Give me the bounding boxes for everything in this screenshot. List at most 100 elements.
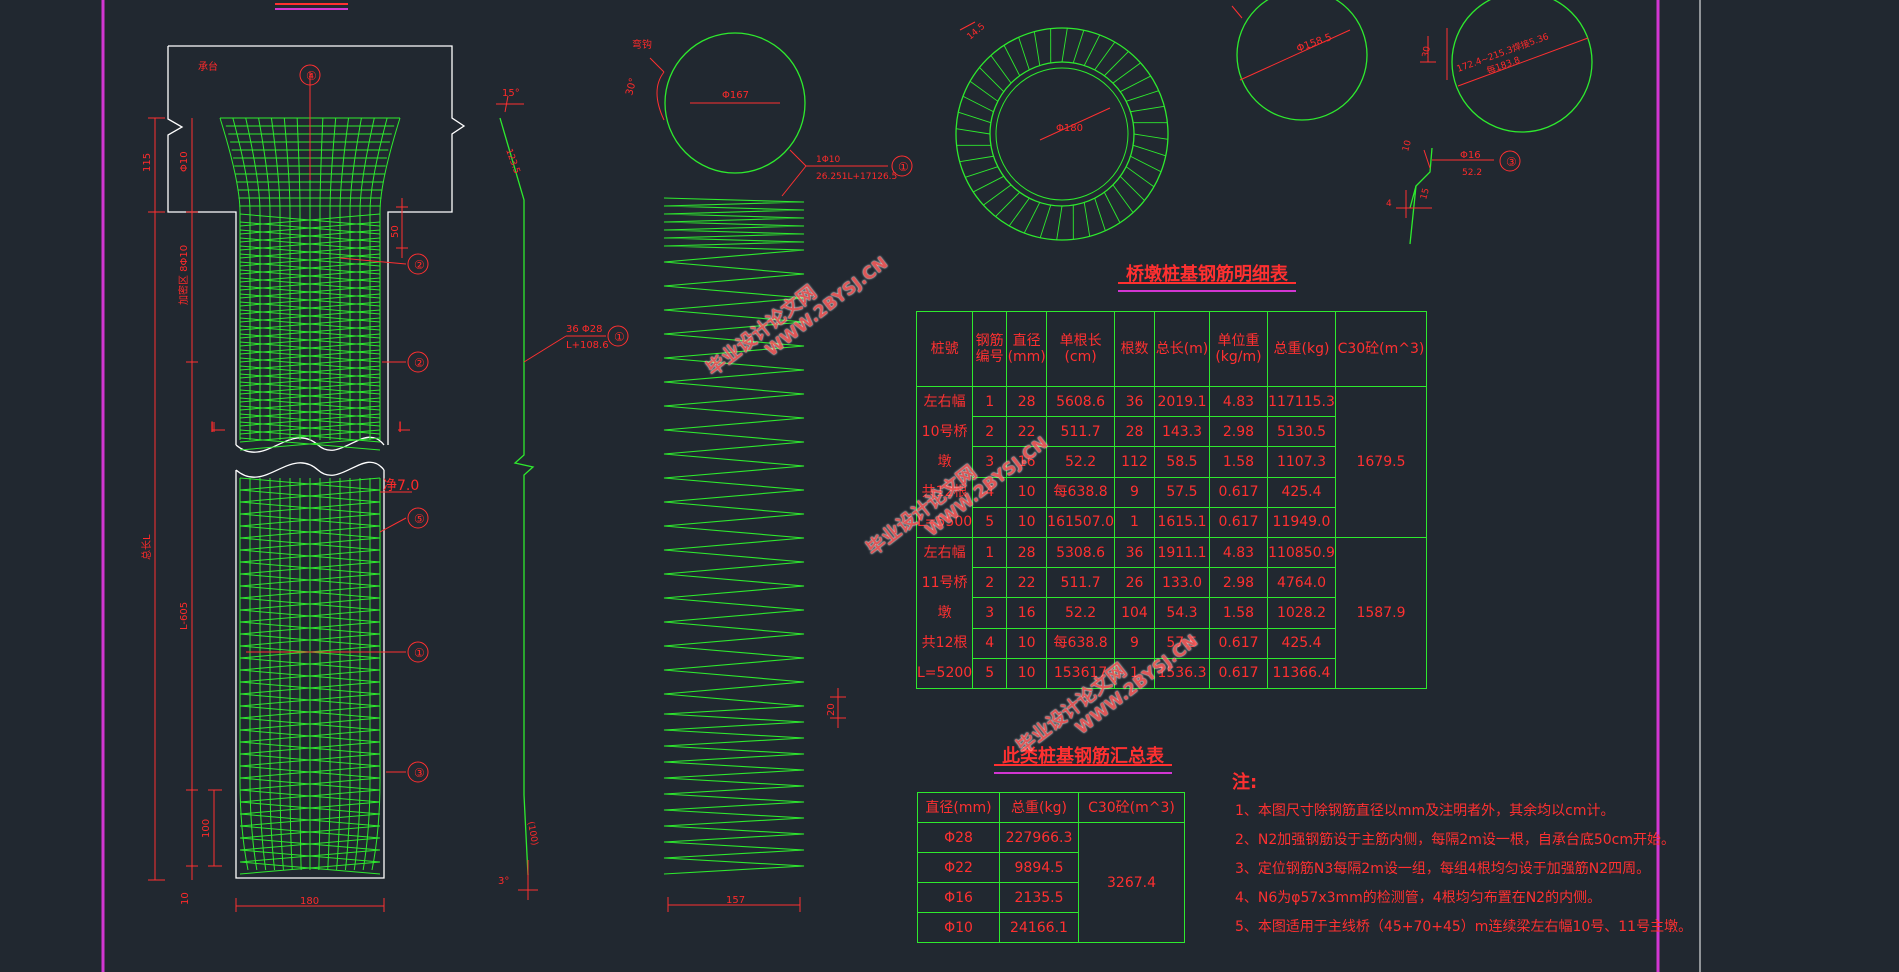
table-cell: 4.83 — [1208, 536, 1268, 569]
group-label-line: 11号桥墩 — [921, 575, 968, 621]
table-cell: 10 — [1006, 657, 1048, 690]
table1-title: 桥墩桩基钢筋明细表 — [1118, 260, 1296, 292]
table-cell: 24166.1 — [999, 912, 1079, 943]
table2-title: 此类桩基钢筋汇总表 — [994, 742, 1172, 774]
table-cell: Φ28 — [917, 822, 1000, 853]
table1-header-cell: 根数 — [1113, 311, 1155, 387]
table-cell: 1107.3 — [1266, 446, 1336, 478]
callout-4: ④ — [306, 69, 317, 83]
table-cell: 117115.3 — [1266, 385, 1336, 418]
table-cell: 10 — [1006, 476, 1048, 508]
callout-2a: ② — [414, 258, 425, 272]
dim-4-bar: 4 — [1386, 199, 1392, 209]
table-cell: 3 — [972, 446, 1008, 478]
table-cell: 52.2 — [1046, 446, 1115, 478]
note-item: 1、本图尺寸除钢筋直径以mm及注明者外，其余均以cm计。 — [1235, 803, 1615, 819]
table-cell: 143.3 — [1153, 416, 1210, 448]
table1-header-cell: 总重(kg) — [1266, 311, 1336, 387]
table-cell: 2135.5 — [999, 882, 1079, 913]
dim-180: 180 — [300, 896, 319, 907]
main-bar-length: L+108.6 — [566, 340, 609, 351]
table-cell: 153617 — [1046, 657, 1115, 690]
dim-100: 100 — [201, 819, 212, 838]
table-cell: 22 — [1006, 567, 1048, 599]
table-cell: 28 — [1006, 385, 1048, 418]
dim-20: 20 — [826, 703, 837, 716]
callout-3-bar: ③ — [1506, 155, 1517, 169]
table-cell: 1911.1 — [1153, 536, 1210, 569]
group-label-line: 共12根 — [921, 484, 968, 500]
locating-bar: Φ16 52.2 ③ 10 15 4 — [1386, 139, 1521, 245]
callout-5: ⑤ — [414, 512, 425, 526]
table-cell: Φ22 — [917, 852, 1000, 883]
table-cell: 10 — [1006, 506, 1048, 539]
table-cell: 0.617 — [1208, 476, 1268, 508]
note-item: 2、N2加强钢筋设于主筋内侧，每隔2m设一根，自承台底50cm开始。 — [1235, 832, 1675, 848]
bar-16-spec: Φ16 — [1460, 150, 1481, 161]
dim-total: 总长L — [140, 534, 153, 560]
group-label-line: 10号桥墩 — [921, 424, 968, 470]
table1-header-cell: 单根长(cm) — [1046, 311, 1115, 387]
note-item: 4、N6为φ57x3mm的检测管，4根均匀布置在N2的内侧。 — [1235, 890, 1602, 906]
table2-header-cell: C30砼(m^3) — [1078, 792, 1185, 823]
note-item: 5、本图适用于主线桥（45+70+45）m连续梁左右幅10号、11号主墩。 — [1235, 919, 1693, 935]
group-label-line: L=5500 — [917, 514, 973, 530]
table-cell: 36 — [1113, 385, 1155, 418]
dim-spacing: 加密区 8Φ10 — [177, 245, 190, 305]
table-cell: 511.7 — [1046, 416, 1115, 448]
table-cell: 每638.8 — [1046, 476, 1115, 508]
table-cell: 3 — [972, 597, 1008, 629]
table1-header-cell: 总长(m) — [1153, 311, 1210, 387]
table-cell: 0.617 — [1208, 627, 1268, 659]
table-cell: 1.58 — [1208, 597, 1268, 629]
table-cell: 0.617 — [1208, 506, 1268, 539]
spiral-bar: 1Φ10 — [816, 155, 841, 165]
table-cell: 4764.0 — [1266, 567, 1336, 599]
main-bar-detail: 15° 3° 123.5 (100) 36 Φ28 L+108.6 ① — [496, 88, 629, 900]
table-cell: 54.3 — [1153, 597, 1210, 629]
table1-header-cell: 钢筋编号 — [972, 311, 1008, 387]
table-cell: 133.0 — [1153, 567, 1210, 599]
table-cell: 11366.4 — [1266, 657, 1336, 690]
callout-1-main: ① — [614, 330, 625, 344]
table-cell: 0.617 — [1208, 657, 1268, 690]
table-cell: 5608.6 — [1046, 385, 1115, 418]
table-cell: 9 — [1113, 476, 1155, 508]
table-cell: 2 — [972, 567, 1008, 599]
concrete-volume: 1679.5 — [1334, 386, 1427, 538]
table-cell: 52.2 — [1046, 597, 1115, 629]
callout-3: ③ — [414, 766, 425, 780]
dim-30b: 30 — [1421, 45, 1433, 58]
table-cell: 58.5 — [1153, 446, 1210, 478]
table-cell: 16 — [1006, 446, 1048, 478]
table2-header-cell: 总重(kg) — [999, 792, 1079, 823]
ring-diameter: Φ180 — [1056, 123, 1083, 134]
callout-1: ① — [414, 646, 425, 660]
summary-concrete: 3267.4 — [1078, 822, 1185, 943]
dim-157: 157 — [726, 895, 745, 906]
table-cell: 1.58 — [1208, 446, 1268, 478]
main-bar-spec: 36 Φ28 — [566, 324, 603, 335]
angle-30: 30° — [624, 77, 639, 97]
spiral-diameter: Φ167 — [722, 90, 749, 101]
callout-1-spiral: ① — [898, 160, 909, 174]
bar-16-length: 52.2 — [1462, 168, 1482, 178]
table-cell: 1 — [972, 536, 1008, 569]
table-cell: 9894.5 — [999, 852, 1079, 883]
table-cell: 511.7 — [1046, 567, 1115, 599]
group-label-line: L=5200 — [917, 665, 973, 681]
table-cell: 11949.0 — [1266, 506, 1336, 539]
angle-15: 15° — [502, 88, 520, 99]
dim-10: 10 — [180, 892, 191, 905]
group-label-line: 左右幅 — [923, 394, 966, 410]
table-cell: 5130.5 — [1266, 416, 1336, 448]
